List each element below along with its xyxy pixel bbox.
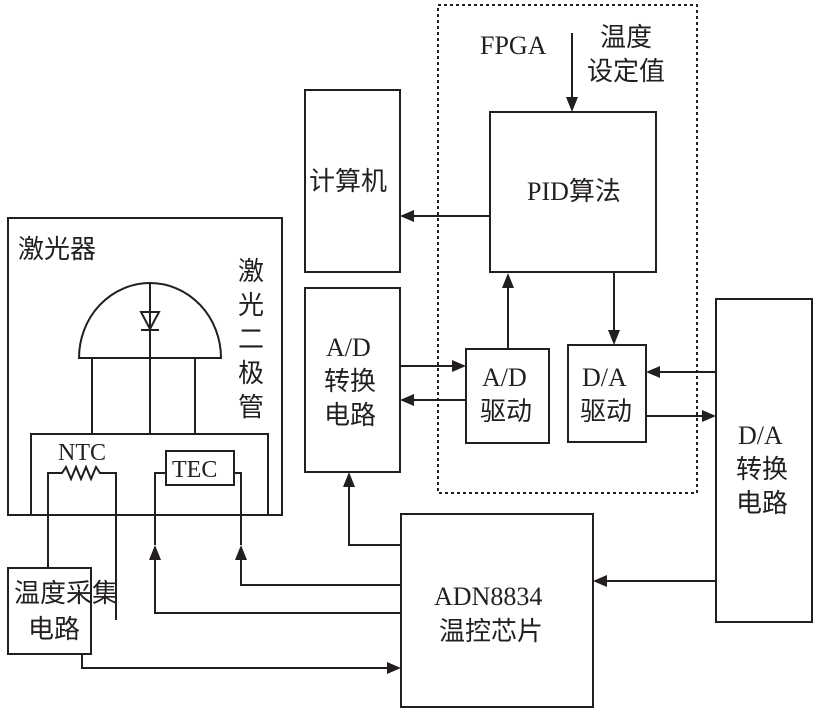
setpoint-label-1: 温度: [600, 23, 652, 52]
computer-block: [304, 89, 401, 273]
ntc-label: NTC: [58, 440, 106, 466]
pid-to-computer-arrowhead: [400, 210, 414, 222]
ad-circuit-block: [304, 287, 401, 473]
temp-acq-block: [7, 567, 92, 655]
ad-driver-to-circuit-arrowhead: [400, 394, 414, 406]
da-circuit-label-2: 转换: [736, 455, 788, 484]
ad-circuit-label-1: A/D: [326, 333, 371, 362]
da-driver-label-1: D/A: [582, 363, 627, 392]
tec-right-lead: [234, 472, 242, 545]
adn8834-block: [400, 513, 594, 708]
laser-diode-dome: [77, 282, 223, 359]
pid-block: [489, 111, 657, 273]
da-driver-label-2: 驱动: [580, 397, 632, 426]
temp-acq-to-adn-line: [81, 654, 389, 669]
fpga-region: [437, 4, 698, 494]
laser-label: 激光器: [18, 235, 96, 264]
da-circuit-label-3: 电路: [736, 489, 788, 518]
ad-circuit-label-2: 转换: [324, 367, 376, 396]
ntc-resistor-icon: [47, 464, 117, 620]
fpga-label: FPGA: [480, 31, 547, 60]
da-driver-block: [567, 344, 647, 443]
tec-block: [165, 450, 235, 486]
pid-to-da-driver-arrowhead: [608, 330, 620, 345]
adn-to-tec-left-line: [154, 556, 401, 614]
adn-to-tec-right-line: [240, 556, 401, 586]
adn-to-ad-circuit-line: [348, 484, 401, 546]
da-circuit-to-adn-arrowhead: [593, 575, 607, 587]
diode-label-char-2: 光: [238, 291, 264, 320]
da-driver-to-circuit-arrowhead: [702, 410, 716, 422]
ad-circuit-label-3: 电路: [324, 401, 376, 430]
tec-left-lead: [154, 472, 166, 545]
tec-label: TEC: [172, 457, 217, 483]
adn-to-ad-circuit-arrowhead: [343, 472, 355, 487]
temp-acq-label-1: 温度采集: [14, 579, 118, 608]
adn-to-tec-right-arrowhead: [235, 545, 247, 560]
diode-label-char-1: 激: [238, 257, 264, 286]
da-circuit-label-1: D/A: [738, 421, 783, 450]
temp-acq-to-adn-arrowhead: [387, 662, 401, 674]
da-circuit-block: [715, 298, 813, 623]
adn8834-label-1: ADN8834: [434, 582, 542, 611]
adn-to-tec-left-arrowhead: [149, 545, 161, 560]
da-circuit-to-driver-arrowhead: [646, 366, 660, 378]
ad-circuit-to-driver-arrowhead: [452, 360, 466, 372]
diode-label-char-5: 管: [238, 393, 264, 422]
diode-label-char-3: 二: [238, 325, 264, 354]
adn8834-label-2: 温控芯片: [439, 617, 543, 646]
ad-driver-label-1: A/D: [482, 363, 527, 392]
ad-driver-to-pid-arrowhead: [502, 273, 514, 288]
setpoint-arrowhead: [566, 97, 578, 112]
ad-driver-label-2: 驱动: [480, 397, 532, 426]
setpoint-label-2: 设定值: [587, 57, 665, 86]
diode-label-char-4: 极: [238, 359, 264, 388]
computer-label: 计算机: [309, 167, 387, 196]
pid-label: PID算法: [527, 177, 621, 206]
temp-acq-label-2: 电路: [28, 615, 80, 644]
